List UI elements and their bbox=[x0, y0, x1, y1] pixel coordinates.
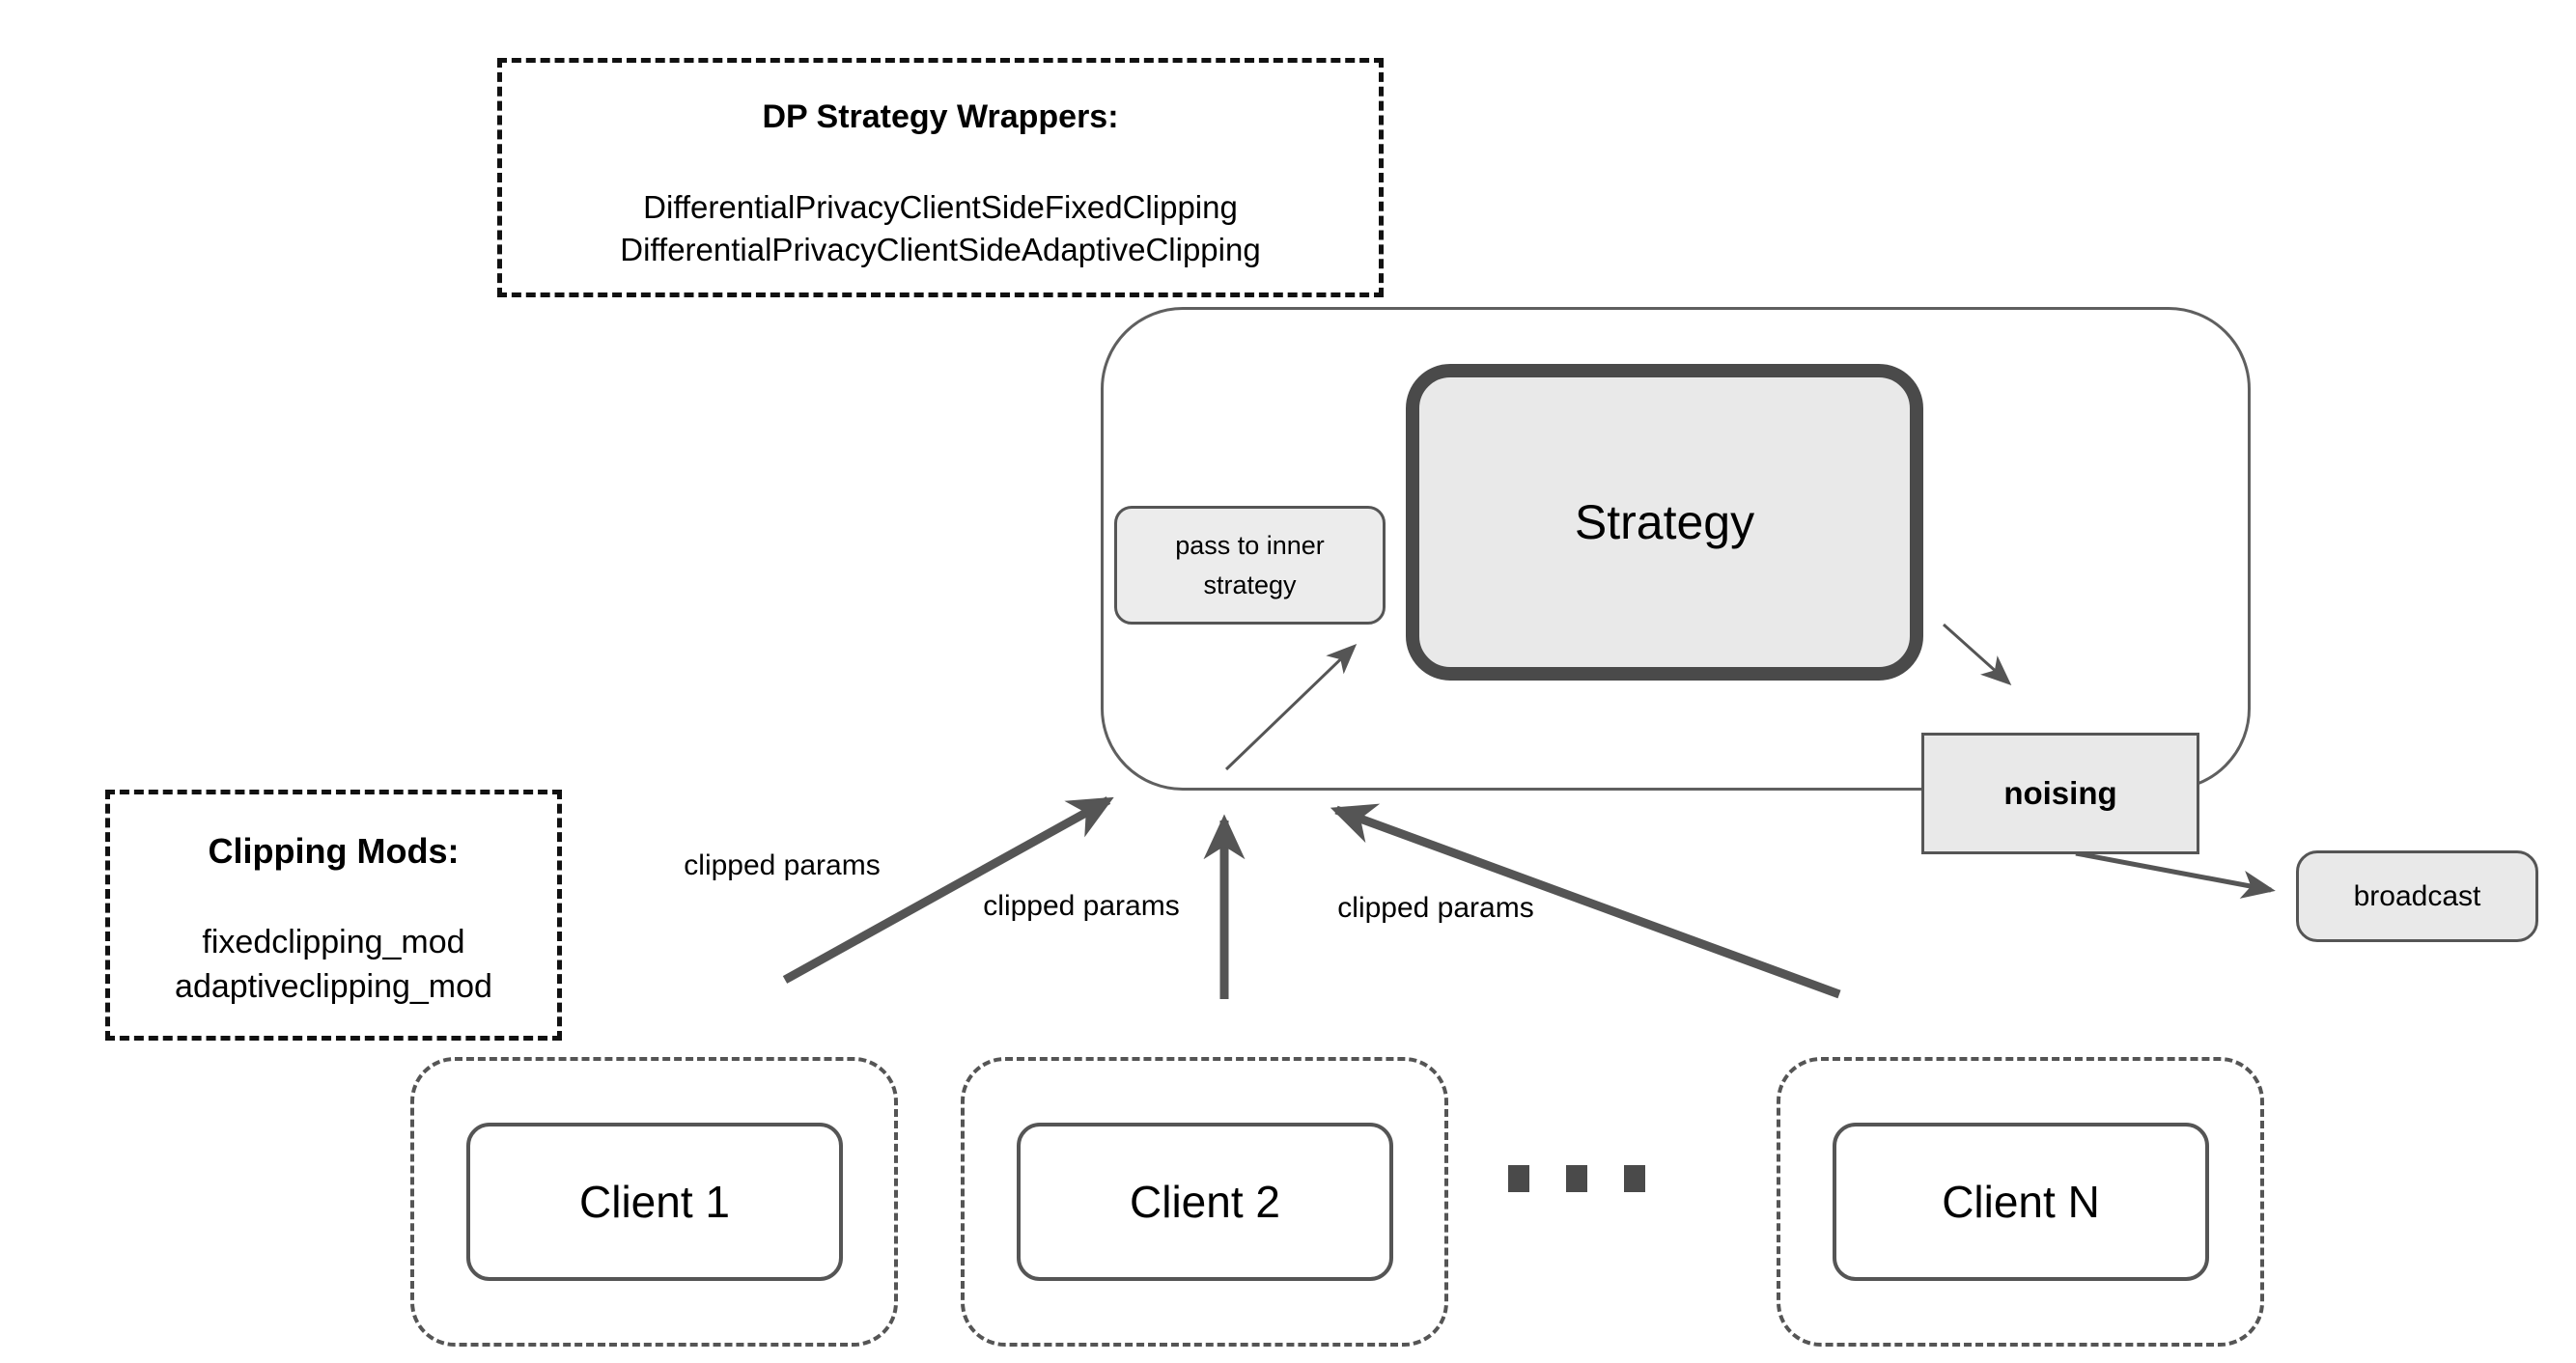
client-1-group: Client 1 bbox=[410, 1057, 898, 1347]
ellipsis-dot bbox=[1508, 1165, 1529, 1192]
server-strategy-container bbox=[1101, 307, 2251, 791]
broadcast-label: broadcast bbox=[2353, 879, 2481, 912]
edge-label-clipped-params-2: clipped params bbox=[983, 890, 1180, 922]
client-2-label: Client 2 bbox=[1130, 1177, 1280, 1227]
noising-label: noising bbox=[2003, 775, 2117, 811]
dp-strategy-wrappers-title: DP Strategy Wrappers: bbox=[762, 98, 1119, 135]
wrapper-class-fixed-clipping: DifferentialPrivacyClientSideFixedClippi… bbox=[643, 189, 1238, 225]
clipping-mods-note: Clipping Mods: fixedclipping_mod adaptiv… bbox=[105, 790, 562, 1041]
dp-strategy-wrappers-note: DP Strategy Wrappers: DifferentialPrivac… bbox=[497, 58, 1384, 297]
client-1-label: Client 1 bbox=[579, 1177, 730, 1227]
client-n-label: Client N bbox=[1942, 1177, 2100, 1227]
mod-adaptiveclipping: adaptiveclipping_mod bbox=[175, 968, 492, 1005]
wrapper-class-adaptive-clipping: DifferentialPrivacyClientSideAdaptiveCli… bbox=[620, 232, 1261, 267]
broadcast-box: broadcast bbox=[2296, 850, 2538, 942]
clipping-mods-title: Clipping Mods: bbox=[208, 831, 460, 871]
edge-label-clipped-params-3: clipped params bbox=[1337, 892, 1534, 924]
mod-fixedclipping: fixedclipping_mod bbox=[202, 924, 465, 960]
client-2-box: Client 2 bbox=[1017, 1123, 1393, 1281]
client-n-box: Client N bbox=[1833, 1123, 2209, 1281]
arrow-noising-to-broadcast bbox=[2075, 850, 2276, 899]
client-2-group: Client 2 bbox=[961, 1057, 1448, 1347]
ellipsis-dot bbox=[1624, 1165, 1645, 1192]
pass-to-inner-strategy-label: pass to inner strategy bbox=[1175, 530, 1325, 599]
pass-to-inner-strategy-box: pass to inner strategy bbox=[1114, 506, 1386, 625]
noising-box: noising bbox=[1921, 733, 2199, 854]
ellipsis-dot bbox=[1566, 1165, 1587, 1192]
strategy-label: Strategy bbox=[1574, 495, 1755, 549]
edge-label-clipped-params-1: clipped params bbox=[684, 849, 881, 881]
client-n-group: Client N bbox=[1777, 1057, 2264, 1347]
client-1-box: Client 1 bbox=[466, 1123, 843, 1281]
strategy-box: Strategy bbox=[1406, 364, 1923, 681]
ellipsis-dots-icon bbox=[1508, 1165, 1645, 1192]
